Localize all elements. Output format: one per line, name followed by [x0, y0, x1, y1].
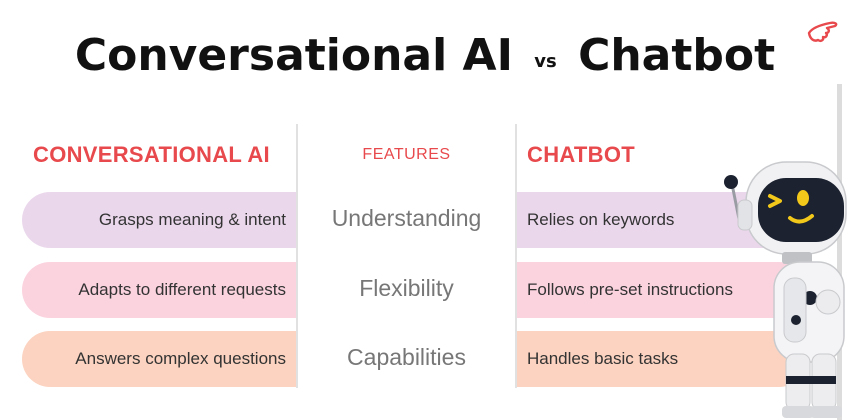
- row-3-left-text: Answers complex questions: [75, 349, 286, 368]
- robot-arm-left: [783, 277, 807, 343]
- chatbot-header: CHATBOT: [527, 142, 636, 167]
- chatbot-row-3: Handles basic tasks: [517, 331, 807, 387]
- chatbot-row-2: Follows pre-set instructions: [517, 262, 807, 318]
- row-2-right-text: Follows pre-set instructions: [527, 280, 733, 299]
- feature-flexibility: Flexibility: [359, 275, 454, 301]
- row-1-left-text: Grasps meaning & intent: [98, 210, 286, 229]
- conversational-ai-row-2: Adapts to different requests: [22, 262, 296, 318]
- robot-foot-left: [782, 406, 814, 418]
- robot-hand: [815, 289, 841, 315]
- robot-wink-eye: [768, 194, 782, 208]
- robot-ear: [737, 199, 753, 231]
- robot-knee-band: [786, 376, 836, 384]
- features-header: FEATURES: [362, 146, 451, 163]
- row-1-right-text: Relies on keywords: [527, 210, 675, 229]
- robot-joint: [791, 315, 801, 325]
- row-2-left-text: Adapts to different requests: [78, 280, 286, 299]
- robot-eye: [797, 190, 809, 206]
- row-3-right-text: Handles basic tasks: [527, 349, 679, 368]
- title-vs: vs: [534, 51, 557, 72]
- conversational-ai-header: CONVERSATIONAL AI: [33, 142, 270, 167]
- left-column-divider: [296, 124, 298, 388]
- robot-neck: [782, 252, 812, 264]
- right-column-divider: [515, 124, 517, 388]
- title-left: Conversational AI: [74, 30, 513, 81]
- robot-face: [758, 178, 844, 242]
- robot-mascot: [724, 84, 847, 420]
- pointing-hand-icon: [807, 21, 838, 42]
- robot-foot-right: [810, 406, 842, 418]
- feature-capabilities: Capabilities: [347, 344, 466, 370]
- conversational-ai-row-1: Grasps meaning & intent: [22, 192, 296, 248]
- robot-smile: [788, 214, 814, 224]
- page-title: Conversational AI vs Chatbot: [0, 30, 850, 81]
- feature-understanding: Understanding: [331, 205, 482, 231]
- conversational-ai-row-3: Answers complex questions: [22, 331, 296, 387]
- robot-antenna-tip: [724, 175, 738, 189]
- title-right: Chatbot: [578, 30, 776, 81]
- robot-pole: [837, 84, 842, 420]
